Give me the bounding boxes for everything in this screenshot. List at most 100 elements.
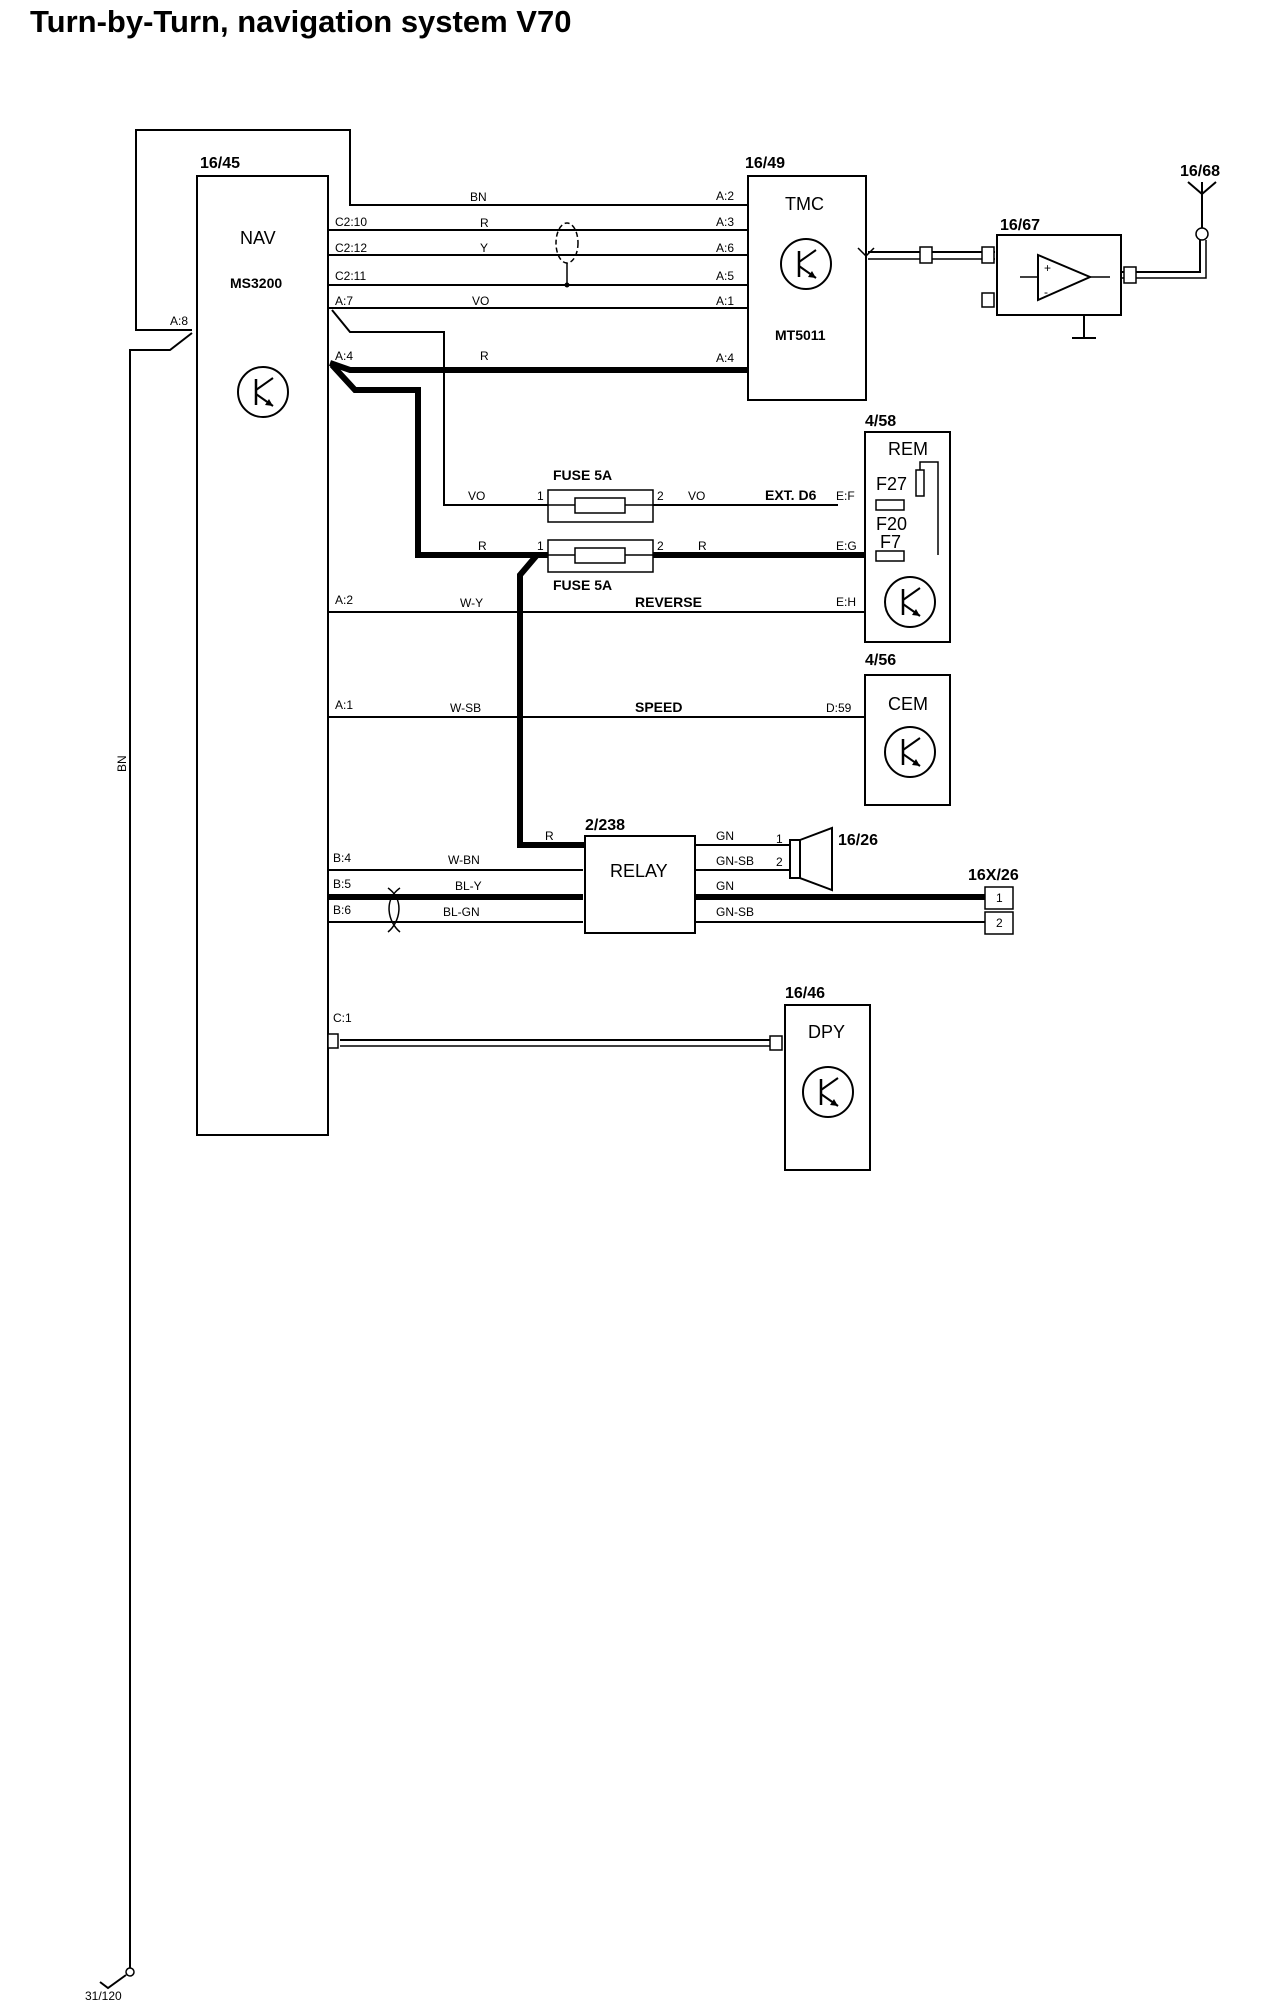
speaker: 16/26 1 2 [776, 826, 878, 892]
connector-ref: 16X/26 [968, 867, 1019, 884]
nav-box [196, 175, 329, 1136]
dpy-name: DPY [808, 1022, 845, 1042]
amp-in-plug [981, 246, 995, 264]
label-w-y: W-Y [460, 596, 483, 610]
tmc-pins: A:2 A:3 A:6 A:5 A:1 A:4 [716, 189, 734, 365]
dpy-module: 16/46 DPY [769, 985, 871, 1171]
wire-r-relay [517, 553, 585, 848]
cem-module: 4/56 CEM D:59 [826, 652, 951, 806]
signal-reverse: REVERSE [635, 594, 702, 610]
relay-ref: 2/238 [585, 817, 625, 834]
tmc-name: TMC [785, 194, 824, 214]
antenna-ref: 16/68 [1180, 163, 1220, 180]
wire-labels: BN R Y VO R VO VO R R W-Y W-SB R W-BN BL… [115, 190, 817, 919]
tmc-coax-plug [919, 246, 933, 264]
rem-ref: 4/58 [865, 413, 896, 430]
cem-transistor-icon [883, 725, 937, 779]
fuse-1: FUSE 5A 1 2 [537, 467, 664, 523]
ground-ref: 31/120 [85, 1989, 122, 2000]
relay-box [584, 835, 696, 934]
label-vo-fuse-out: VO [688, 489, 705, 503]
fuse-2: 1 2 FUSE 5A [537, 539, 664, 593]
antenna-icon [1187, 181, 1217, 232]
pin-tmc-a3: A:3 [716, 215, 734, 229]
fuse-2-box [547, 539, 654, 573]
cem-name: CEM [888, 694, 928, 714]
fuse-1-label: FUSE 5A [553, 467, 612, 483]
tmc-model: MT5011 [775, 327, 826, 343]
label-gn-sb1: GN-SB [716, 854, 754, 868]
tmc-transistor-icon [779, 237, 833, 291]
rem-transistor-icon [883, 575, 937, 629]
label-vo-a7: VO [472, 294, 489, 308]
ground-icon [99, 1974, 127, 1990]
label-bn-top: BN [470, 190, 487, 204]
pin-spk2: 2 [776, 855, 783, 869]
nav-coax-plug [327, 1033, 339, 1049]
fuse-2-pin2: 2 [657, 539, 664, 553]
wire-bn-ground [129, 332, 193, 1968]
coax-amp-ant-b [1122, 240, 1207, 279]
rem-module: 4/58 REM F27 F20 F7 E:F E:G E:H [836, 413, 951, 643]
pin-a4: A:4 [335, 349, 353, 363]
wire-bn-top [135, 129, 748, 331]
dpy-coax-plug [769, 1035, 783, 1051]
pin-a2: A:2 [335, 593, 353, 607]
amp-ref: 16/67 [1000, 217, 1040, 234]
connector-pin2-box [984, 911, 1014, 935]
pin-c1: C:1 [333, 1011, 352, 1025]
nav-ref: 16/45 [200, 155, 240, 172]
amp-out-plug [1123, 266, 1137, 284]
dpy-transistor-icon [801, 1065, 855, 1119]
amplifier-module: 16/67 + - [919, 217, 1137, 339]
pin-rem-ef: E:F [836, 489, 855, 503]
pin-c2-11: C2:11 [335, 269, 366, 283]
relay-module: 2/238 RELAY [584, 817, 696, 934]
pin-rem-eh: E:H [836, 595, 856, 609]
pin-cem-d59: D:59 [826, 701, 852, 715]
shield-junction [564, 282, 570, 288]
pin-a1: A:1 [335, 698, 353, 712]
label-gn2: GN [716, 879, 734, 893]
connector-pin2: 2 [996, 916, 1003, 930]
rem-f20: F20 [876, 514, 907, 534]
wire-r-a4 [329, 360, 748, 373]
cem-ref: 4/56 [865, 652, 896, 669]
pin-c2-12: C2:12 [335, 241, 367, 255]
speaker-ref: 16/26 [838, 832, 878, 849]
wire-r-fuse-in [329, 362, 548, 558]
amp-plus: + [1044, 261, 1051, 275]
nav-module: 16/45 NAV MS3200 C2:10 C2:12 C2:11 A:7 A… [170, 155, 367, 1136]
rem-f20-fuse-icon [875, 499, 905, 511]
tmc-antenna-port-icon [857, 247, 875, 262]
label-r-fuse-out: R [698, 539, 707, 553]
relay-name: RELAY [610, 861, 668, 881]
tmc-ref: 16/49 [745, 155, 785, 172]
label-bn-vertical: BN [115, 755, 129, 772]
ground-point: 31/120 [85, 1967, 135, 2000]
label-gn1: GN [716, 829, 734, 843]
nav-model: MS3200 [230, 275, 282, 291]
pin-b5: B:5 [333, 877, 351, 891]
diagram-title: Turn-by-Turn, navigation system V70 [30, 4, 571, 39]
dpy-ref: 16/46 [785, 985, 825, 1002]
nav-transistor-icon [236, 365, 290, 419]
fuse-1-pin2: 2 [657, 489, 664, 503]
coax-amp-ant-a [1122, 240, 1201, 273]
label-bl-gn: BL-GN [443, 905, 480, 919]
fuse-1-element [574, 497, 626, 514]
rem-f27: F27 [876, 474, 907, 494]
label-r-a4: R [480, 349, 489, 363]
signal-ext-d6: EXT. D6 [765, 487, 817, 503]
pin-rem-eg: E:G [836, 539, 857, 553]
pin-b4: B:4 [333, 851, 351, 865]
amp-power-plug [981, 292, 995, 308]
connector-pin1-box [984, 886, 1014, 910]
label-vo-fuse-in: VO [468, 489, 485, 503]
label-w-sb: W-SB [450, 701, 481, 715]
fuse-2-element [574, 547, 626, 564]
antenna-connector [1195, 227, 1209, 241]
fuse-2-label: FUSE 5A [553, 577, 612, 593]
ground-terminal [125, 1967, 135, 1977]
twist-symbol [387, 887, 401, 933]
